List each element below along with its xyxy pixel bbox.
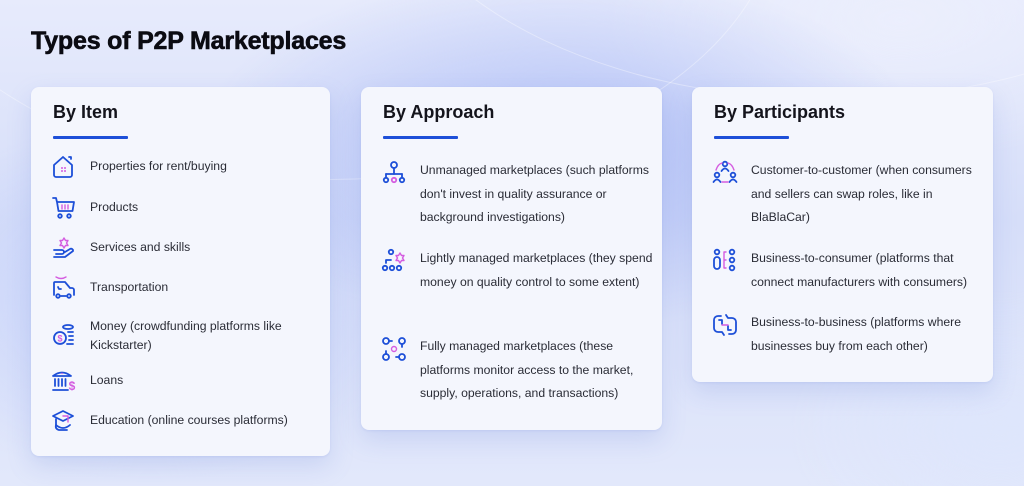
exchange-arrows-icon bbox=[711, 311, 739, 339]
hierarchy-gear-icon bbox=[380, 247, 408, 275]
item-text: Money (crowdfunding platforms like Kicks… bbox=[90, 319, 282, 352]
item-text: Business-to-business (platforms where bu… bbox=[751, 315, 961, 353]
network-gear-icon bbox=[380, 335, 408, 363]
card-by-approach: By Approach Unmanaged marketplaces (such… bbox=[361, 87, 662, 430]
list-item: Unmanaged marketplaces (such platforms d… bbox=[380, 159, 660, 230]
card-title: By Item bbox=[53, 102, 119, 122]
card-by-item: By Item Properties for rent/buying Produ… bbox=[31, 87, 330, 456]
people-cycle-icon bbox=[711, 159, 739, 187]
card-by-participants: By Participants Customer-to-customer (wh… bbox=[692, 87, 993, 382]
item-text: Lightly managed marketplaces (they spend… bbox=[420, 251, 653, 289]
title-underline bbox=[383, 136, 458, 139]
list-item: $ Loans bbox=[50, 367, 123, 395]
bank-loan-icon: $ bbox=[50, 367, 78, 395]
item-text: Education (online courses platforms) bbox=[90, 413, 288, 427]
house-icon bbox=[50, 153, 78, 181]
item-text: Services and skills bbox=[90, 240, 191, 254]
list-item: Services and skills bbox=[50, 234, 190, 262]
hand-service-icon bbox=[50, 234, 78, 262]
hierarchy-icon bbox=[380, 159, 408, 187]
shopping-cart-icon bbox=[50, 194, 78, 222]
list-item: Transportation bbox=[50, 274, 168, 302]
list-item: Fully managed marketplaces (these platfo… bbox=[380, 335, 660, 406]
background-arc bbox=[380, 0, 1024, 100]
svg-text:$: $ bbox=[57, 334, 62, 344]
page-title: Types of P2P Marketplaces bbox=[31, 27, 347, 56]
card-title: By Participants bbox=[714, 102, 846, 122]
person-to-group-icon bbox=[711, 247, 739, 275]
card-title: By Approach bbox=[383, 102, 495, 122]
title-underline bbox=[714, 136, 789, 139]
item-text: Business-to-consumer (platforms that con… bbox=[751, 251, 968, 289]
list-item: Products bbox=[50, 194, 138, 222]
item-text: Customer-to-customer (when consumers and… bbox=[751, 163, 972, 224]
list-item: Education (online courses platforms) bbox=[50, 407, 288, 435]
list-item: Business-to-business (platforms where bu… bbox=[711, 311, 981, 358]
vehicle-icon bbox=[50, 274, 78, 302]
graduation-cap-icon bbox=[50, 407, 78, 435]
item-text: Fully managed marketplaces (these platfo… bbox=[420, 339, 634, 400]
item-text: Properties for rent/buying bbox=[90, 159, 227, 173]
item-text: Loans bbox=[90, 373, 124, 387]
item-text: Products bbox=[90, 200, 139, 214]
list-item: Customer-to-customer (when consumers and… bbox=[711, 159, 981, 230]
coin-stack-icon: $ bbox=[50, 321, 78, 349]
list-item: Business-to-consumer (platforms that con… bbox=[711, 247, 981, 294]
item-text: Unmanaged marketplaces (such platforms d… bbox=[420, 163, 649, 224]
list-item: $ Money (crowdfunding platforms like Kic… bbox=[50, 317, 300, 355]
item-text: Transportation bbox=[90, 280, 169, 294]
title-underline bbox=[53, 136, 128, 139]
list-item: Properties for rent/buying bbox=[50, 153, 227, 181]
svg-text:$: $ bbox=[69, 379, 76, 393]
list-item: Lightly managed marketplaces (they spend… bbox=[380, 247, 660, 294]
